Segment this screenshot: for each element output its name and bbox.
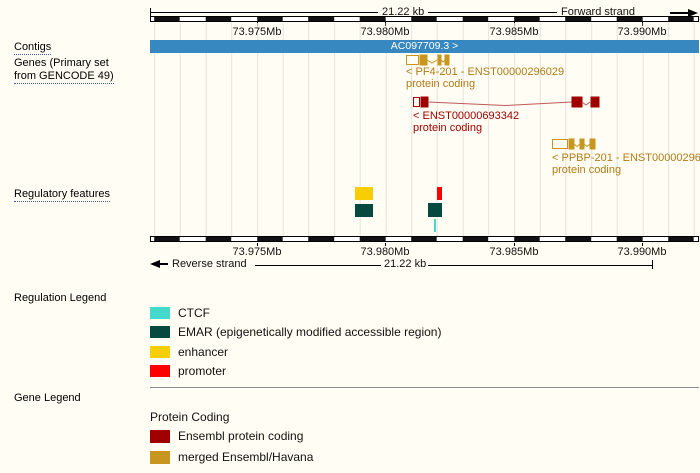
- top-ruler-bar: [150, 16, 699, 22]
- scale-line-right-bottom: [428, 265, 652, 266]
- ctcf-legend-label: CTCF: [178, 306, 210, 320]
- enhancer-feature[interactable]: [355, 187, 373, 200]
- bottom-ruler-bar: [150, 236, 699, 242]
- emar-legend-swatch: [150, 326, 170, 338]
- coord-label: 73.985Mb: [489, 26, 539, 38]
- gene-legend-section-title: Protein Coding: [150, 410, 230, 424]
- coord-label: 73.985Mb: [489, 246, 539, 258]
- reverse-strand-label: Reverse strand: [172, 258, 247, 270]
- coord-label: 73.990Mb: [617, 26, 667, 38]
- enst693342-gene-label[interactable]: < ENST00000693342: [413, 110, 520, 122]
- reverse-strand-arrow-icon: [150, 260, 160, 268]
- ppbp-transcript-glyph[interactable]: [551, 138, 599, 150]
- coord-label: 73.990Mb: [617, 246, 667, 258]
- emar-legend-label: EMAR (epigenetically modified accessible…: [178, 325, 442, 339]
- promoter-legend-label: promoter: [178, 364, 227, 378]
- promoter-feature[interactable]: [437, 187, 442, 200]
- ensembl-protein-coding-swatch: [150, 430, 170, 443]
- ruler-tick: [257, 243, 258, 246]
- promoter-legend-swatch: [150, 365, 170, 377]
- ctcf-feature[interactable]: [434, 219, 436, 232]
- regulation-legend-title: Regulation Legend: [14, 292, 107, 304]
- coord-label: 73.975Mb: [232, 26, 282, 38]
- forward-strand-arrow-icon: [688, 9, 698, 17]
- emar-feature[interactable]: [355, 204, 373, 217]
- pf4-transcript-glyph[interactable]: [404, 54, 450, 66]
- ppbp-gene-label[interactable]: < PPBP-201 - ENST00000296: [552, 152, 700, 164]
- contig-bar-AC097709[interactable]: AC097709.3 >: [150, 40, 699, 53]
- regulatory-track-label[interactable]: Regulatory features: [14, 188, 110, 202]
- scale-start-tick: [150, 8, 151, 16]
- coord-label: 73.975Mb: [232, 246, 282, 258]
- merged-ensembl-havana-label: merged Ensembl/Havana: [178, 450, 314, 464]
- gene-legend-title: Gene Legend: [14, 392, 81, 404]
- enst693342-transcript-glyph[interactable]: [410, 95, 600, 109]
- scale-line-left: [151, 12, 378, 13]
- merged-ensembl-havana-swatch: [150, 451, 170, 464]
- emar-feature[interactable]: [428, 203, 442, 217]
- coord-label: 73.980Mb: [360, 26, 410, 38]
- enhancer-legend-label: enhancer: [178, 345, 229, 359]
- reverse-strand-arrow-line: [159, 263, 168, 265]
- ensembl-protein-coding-label: Ensembl protein coding: [178, 429, 304, 443]
- enhancer-legend-swatch: [150, 346, 170, 358]
- ruler-tick: [514, 243, 515, 246]
- ruler-tick: [385, 243, 386, 246]
- scale-line-left-bottom: [255, 265, 381, 266]
- genes-track-label-line1[interactable]: Genes (Primary set: [14, 57, 109, 69]
- scale-line-right: [428, 12, 557, 13]
- scale-end-tick: [652, 260, 653, 269]
- ctcf-legend-swatch: [150, 307, 170, 319]
- ppbp-biotype-label: protein coding: [552, 164, 622, 176]
- enst693342-biotype-label: protein coding: [413, 122, 483, 134]
- scale-length-label-bottom: 21.22 kb: [384, 258, 427, 270]
- scale-length-label-top: 21.22 kb: [382, 6, 425, 18]
- coord-label: 73.980Mb: [360, 246, 410, 258]
- contigs-track-label[interactable]: Contigs: [14, 41, 52, 55]
- forward-strand-arrow-line: [670, 12, 688, 14]
- pf4-biotype-label: protein coding: [406, 78, 476, 90]
- forward-strand-label: Forward strand: [561, 6, 635, 18]
- legend-separator: [150, 387, 699, 388]
- pf4-gene-label[interactable]: < PF4-201 - ENST00000296029: [406, 66, 565, 78]
- genes-track-label-line2[interactable]: from GENCODE 49): [14, 70, 114, 84]
- ruler-tick: [642, 243, 643, 246]
